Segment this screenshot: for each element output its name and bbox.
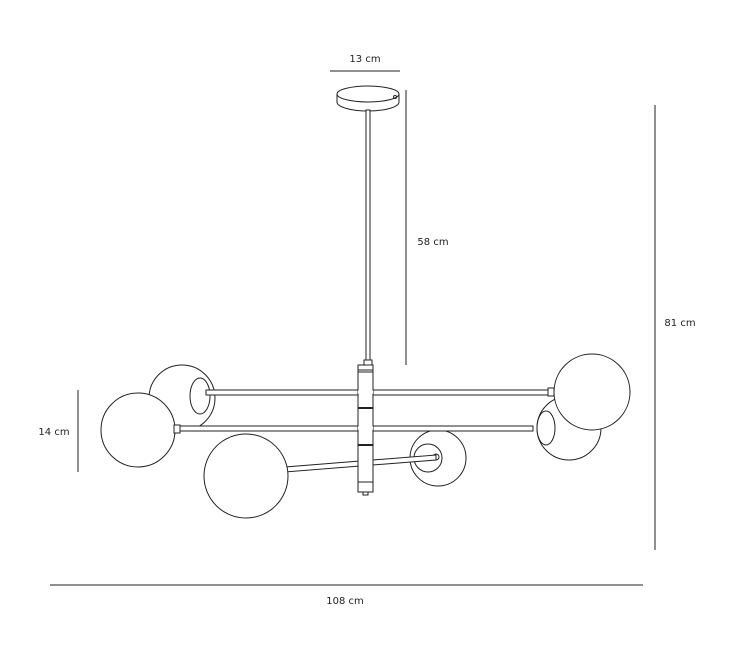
globe-top-right <box>547 353 631 431</box>
arm-top <box>205 389 551 396</box>
rod-length-label: 58 cm <box>417 237 449 248</box>
body-height-label: 14 cm <box>38 427 70 438</box>
total-height-label: 81 cm <box>664 318 696 329</box>
ceiling-canopy <box>336 85 400 112</box>
globe-front-left <box>100 392 181 468</box>
arm-middle <box>179 425 534 432</box>
total-width-label: 108 cm <box>326 596 364 607</box>
canopy-width-label: 13 cm <box>349 54 381 65</box>
central-body <box>357 359 374 496</box>
suspension-rod <box>365 109 371 363</box>
globe-bottom-left <box>203 433 289 519</box>
